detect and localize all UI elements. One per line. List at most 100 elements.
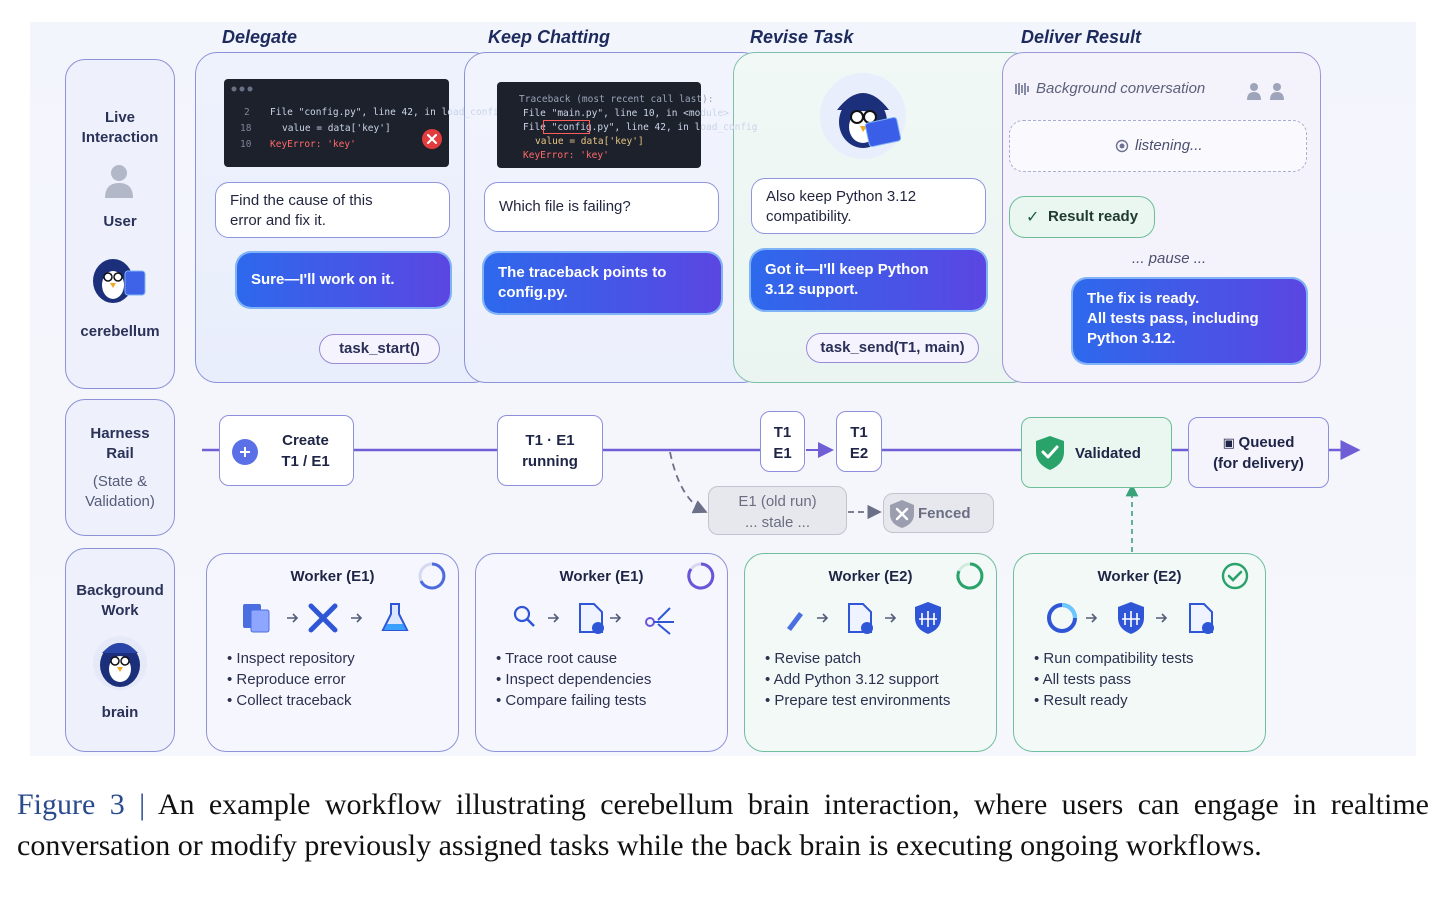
phase-title-deliver-result: Deliver Result [1021,27,1142,47]
message-line: Python 3.12. [1087,330,1176,347]
row-label-background-work: Background Work brain [65,548,175,752]
users-icon [1247,83,1284,100]
result-ready-badge: ✓ Result ready [1009,196,1155,238]
magnifier-icon [513,605,535,627]
window-dots-icon [231,86,253,92]
worker-task-list: Trace root cause Inspect dependencies Co… [496,648,651,711]
code-line-text: File "config.py", line 42, in load_confi… [523,122,758,133]
node-line: E1 [773,445,792,462]
message-line: compatibility. [766,208,852,225]
task-send-call: task_send(T1, main) [806,333,979,363]
flask-icon [381,603,409,631]
message-line: Got it—I'll keep Python [765,261,929,278]
worker-task-list: Run compatibility tests All tests pass R… [1034,648,1194,711]
worker-step-icons [513,603,674,635]
worker-task-item: All tests pass [1034,669,1193,690]
spinner-icon [1047,603,1077,633]
worker-task-item: Add Python 3.12 support [765,669,950,690]
caption-separator: | [124,788,158,821]
message-line: The fix is ready. [1087,290,1200,307]
node-line: T1 / E1 [281,453,330,470]
arrow-icon [610,613,622,623]
bot-message-delegate: Sure—I'll work on it. [237,253,450,307]
worker-card-2: Worker (E1) Trace root cause Inspect dep… [475,553,728,752]
pencil-icon [787,612,803,631]
message-line: Also keep Python 3.12 [766,188,917,205]
traceback-code-screenshot: Traceback (most recent call last): File … [497,82,758,168]
queued-line: ▣ Queued [1189,432,1328,453]
worker-task-item: Prepare test environments [765,690,950,711]
rail-node-running: T1 · E1 running [497,415,603,486]
row-subtitle-line: Validation) [85,493,155,510]
user-label: User [103,213,137,230]
worker-title: Worker (E2) [1097,568,1182,585]
bot-message-revise: Got it—I'll keep Python 3.12 support. [751,250,986,310]
row-label-harness-rail: Harness Rail (State & Validation) [65,399,175,536]
phase-title-delegate: Delegate [222,27,298,47]
node-line: running [522,453,578,470]
result-ready-label: Result ready [1048,208,1139,225]
cerebellum-label: cerebellum [80,323,160,340]
queue-square-icon: ▣ [1222,435,1239,450]
arrow-icon [287,613,299,623]
node-line: E2 [849,445,869,462]
message-line: error and fix it. [230,212,326,229]
error-code-screenshot: 2 File "config.py", line 42, in load_con… [224,79,505,167]
caption-text: An example workflow illustrating cerebel… [17,788,1429,862]
code-line-text: KeyError: 'key' [270,139,356,150]
worker-step-icons [243,603,409,633]
code-line-text: value = data['key'] [282,123,391,134]
row-label-live-interaction: Live Interaction User cerebellum [65,59,175,389]
fenced-label: Fenced [918,505,971,522]
message-line: config.py. [498,284,568,301]
message-line: The traceback points to [498,264,667,281]
cerebellum-laptop-avatar-icon [820,73,906,159]
brain-avatar-icon [93,636,147,690]
arrow-icon [548,613,560,623]
code-line-text: value = data['key'] [535,136,644,147]
bot-message-deliver: The fix is ready. All tests pass, includ… [1073,279,1306,363]
worker-title: Worker (E1) [559,568,644,585]
listening-box: listening... [1009,120,1307,172]
worker-task-list: Revise patch Add Python 3.12 support Pre… [765,648,951,711]
node-line: T1 [850,424,868,441]
code-line-text: File "config.py", line 42, in load_confi… [270,107,505,118]
document-check-icon [579,603,604,634]
tools-icon [308,603,338,633]
queued-label: Queued [1238,434,1295,451]
listening-label: listening... [1135,137,1203,154]
worker-task-list: Inspect repository Reproduce error Colle… [227,648,355,711]
document-check-icon [848,603,873,634]
worker-card-1: Worker (E1) Inspect repository Reproduce… [206,553,459,752]
code-line-text: Traceback (most recent call last): [519,94,714,105]
arrow-icon [1086,613,1098,623]
worker-task-item: Revise patch [765,648,950,669]
worker-step-icons [787,602,941,634]
worker-card-3: Worker (E2) Revise patch Add Python 3.12… [744,553,997,752]
worker-card-4: Worker (E2) Run compatibility tests All … [1013,553,1266,752]
user-message-revise: Also keep Python 3.12 compatibility. [751,178,986,234]
row-title-line: Background [76,582,164,599]
shield-grid-icon [1118,602,1144,634]
arrow-icon [351,613,363,623]
worker-task-item: Compare failing tests [496,690,651,711]
branch-icon [645,607,674,635]
row-title-line: Live [104,109,135,126]
fenced-node: Fenced [883,493,994,533]
code-line-text: KeyError: 'key' [523,150,609,161]
row-title-line: Work [101,602,139,619]
worker-task-item: Inspect dependencies [496,669,651,690]
stale-run-node: E1 (old run) ... stale ... [708,486,847,535]
message-line: All tests pass, including [1087,310,1259,327]
error-x-icon [422,129,442,149]
listening-icon [1115,139,1129,153]
row-title-line: Rail [106,445,134,462]
row-title-line: Harness [90,425,150,442]
user-message-delegate: Find the cause of this error and fix it. [215,182,450,238]
code-line-number: 10 [240,139,252,150]
row-title-line: Interaction [81,129,159,146]
node-line: T1 [773,424,792,441]
node-line: Create [282,432,329,449]
validated-shield-icon [1036,436,1064,470]
worker-task-item: Collect traceback [227,690,355,711]
